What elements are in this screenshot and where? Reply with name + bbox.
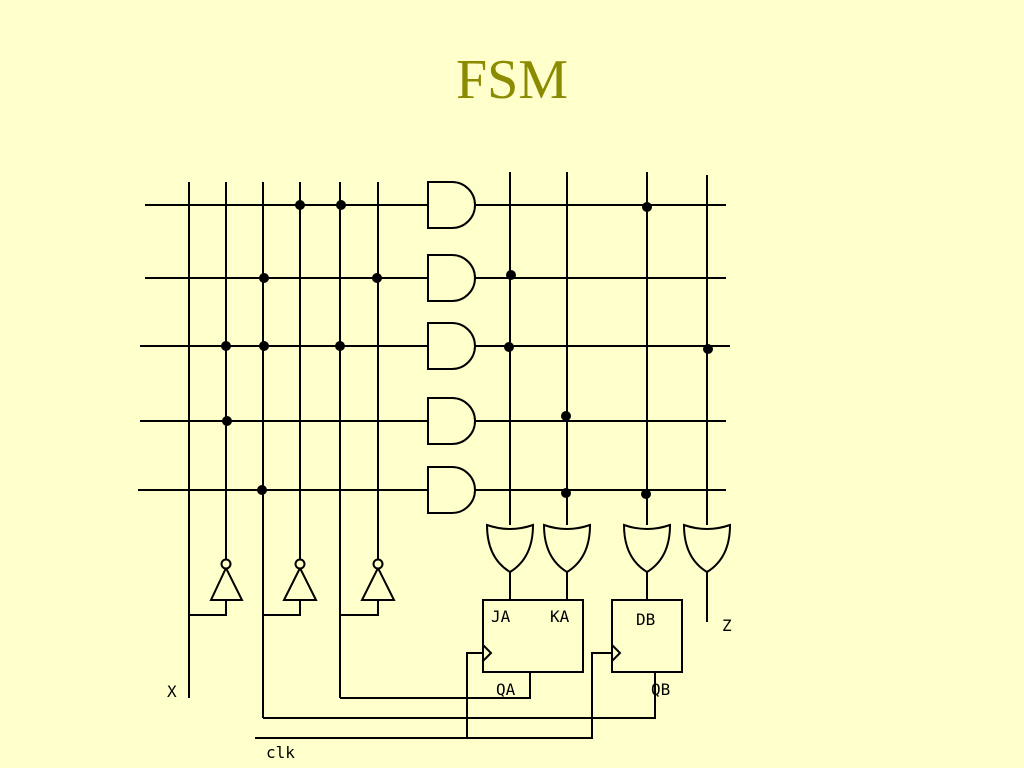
- or-gate-ka: [542, 523, 592, 574]
- or-gate-ja: [485, 523, 535, 574]
- slide-title: FSM: [455, 49, 569, 111]
- or-gate-z: [682, 523, 732, 574]
- label-qa: QA: [496, 680, 516, 699]
- dot: [703, 344, 713, 354]
- dot: [504, 342, 514, 352]
- flipflop-b: [611, 599, 683, 673]
- connection-dots: [221, 200, 713, 499]
- dot: [221, 341, 231, 351]
- clock-wire-b: [467, 652, 612, 739]
- dot: [222, 416, 232, 426]
- flipflop-a: [482, 599, 584, 673]
- clock-triangle-b: [611, 644, 622, 662]
- dot: [561, 411, 571, 421]
- or-gate-db: [622, 523, 672, 574]
- inverter-x-input: [189, 600, 227, 616]
- clock-triangle-a: [482, 644, 493, 662]
- and-gate-4: [427, 397, 476, 445]
- and-gate-3: [427, 322, 476, 370]
- dot: [259, 341, 269, 351]
- dot: [561, 488, 571, 498]
- dot: [372, 273, 382, 283]
- feedback-qb: [263, 672, 656, 719]
- inverter-x: [209, 565, 244, 601]
- label-ka: KA: [550, 607, 570, 626]
- label-clk: clk: [266, 743, 295, 762]
- inverter-qb-bubble: [372, 558, 384, 570]
- inverter-qa-bubble: [294, 558, 306, 570]
- label-qb: QB: [651, 680, 670, 699]
- label-x: X: [167, 682, 177, 701]
- dot: [506, 270, 516, 280]
- feedback-qa: [340, 672, 531, 699]
- dot: [335, 341, 345, 351]
- dot: [295, 200, 305, 210]
- and-gate-2: [427, 254, 476, 302]
- inverter-qa: [282, 565, 318, 601]
- clock-wire: [255, 652, 483, 739]
- inverter-qa-input: [263, 600, 301, 616]
- dot: [336, 200, 346, 210]
- and-gate-5: [427, 466, 476, 514]
- label-z: Z: [722, 616, 732, 635]
- inverter-qb-input: [340, 600, 379, 616]
- dot: [257, 485, 267, 495]
- inverter-qb: [360, 565, 396, 601]
- dot: [642, 202, 652, 212]
- label-ja: JA: [491, 607, 511, 626]
- label-db: DB: [636, 610, 655, 629]
- inverter-x-bubble: [220, 558, 232, 570]
- dot: [641, 489, 651, 499]
- and-gate-1: [427, 181, 476, 229]
- dot: [259, 273, 269, 283]
